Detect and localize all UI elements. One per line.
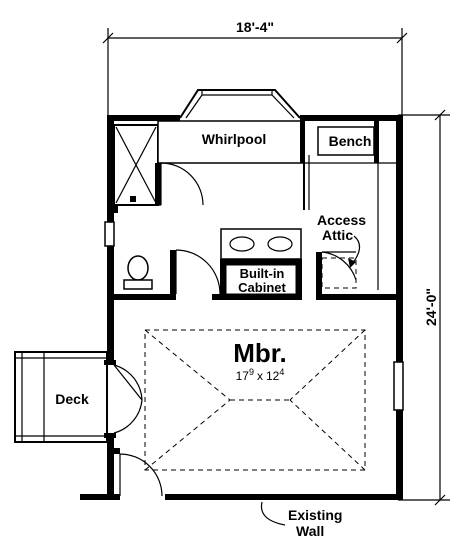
existing-wall-label-line2: Wall: [296, 523, 324, 539]
existing-wall-label-line1: Existing: [288, 507, 342, 523]
width-dimension-label: 18'-4": [236, 19, 274, 35]
bench-label: Bench: [329, 133, 372, 149]
toilet: [123, 255, 153, 290]
builtin-cabinet-label-line1: Built-in: [240, 266, 285, 281]
depth-dimension: 24'-0": [398, 109, 450, 506]
builtin-cabinet-label-line2: Cabinet: [238, 280, 286, 295]
closet-wall: [316, 251, 400, 300]
entry-door: [112, 448, 163, 497]
master-size-sep: x: [257, 369, 263, 383]
deck-label: Deck: [55, 391, 89, 407]
builtin-cabinet: Built-in Cabinet: [220, 259, 302, 300]
existing-wall-callout: Existing Wall: [260, 501, 342, 539]
depth-dimension-label: 24'-0": [423, 288, 439, 326]
deck: Deck: [14, 351, 108, 443]
master-bedroom-label: Mbr.: [233, 338, 286, 368]
master-depth-feet: 12: [266, 369, 280, 383]
bench-closet: Bench: [300, 121, 400, 290]
exterior-walls: [80, 115, 403, 500]
shower: [113, 124, 159, 206]
master-width-inch: 9: [249, 367, 254, 377]
bay-window: [179, 89, 301, 119]
access-attic-label-line1: Access: [317, 212, 366, 228]
access-attic-callout: Access Attic: [317, 212, 366, 268]
tray-ceiling: [144, 329, 366, 471]
width-dimension: 18'-4": [102, 19, 408, 118]
bath-partitions: [104, 162, 204, 247]
whirlpool-tub: Whirlpool: [157, 120, 305, 164]
whirlpool-label: Whirlpool: [202, 131, 267, 147]
deck-door: [104, 360, 143, 438]
vanity: [220, 228, 302, 260]
master-width-feet: 17: [236, 369, 250, 383]
master-depth-inch: 4: [279, 367, 284, 377]
right-window: [393, 361, 404, 411]
access-attic-label-line2: Attic: [322, 227, 353, 243]
bath-bedroom-wall: [114, 249, 222, 300]
